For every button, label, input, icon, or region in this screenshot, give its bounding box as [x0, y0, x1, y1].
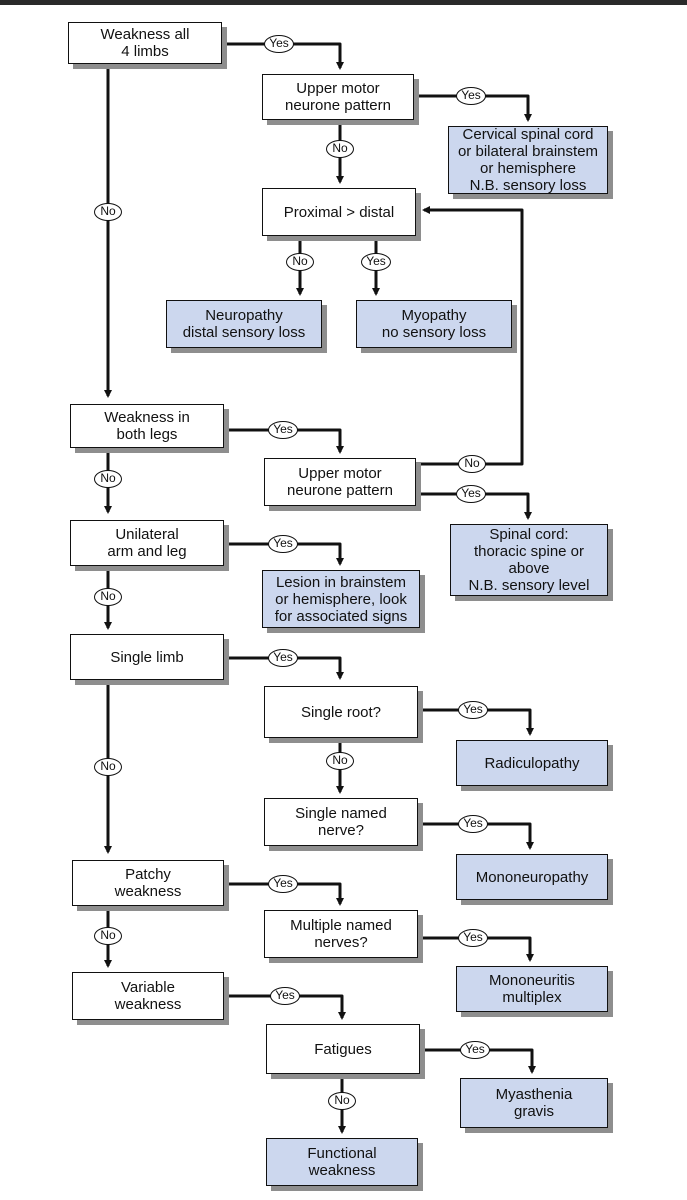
node-variable-weakness: Variable weakness	[72, 972, 224, 1020]
connector	[418, 822, 534, 850]
connector	[222, 42, 344, 70]
connector	[418, 708, 534, 736]
no-label: No	[94, 758, 122, 776]
connector	[420, 1048, 536, 1074]
yes-label: Yes	[458, 701, 488, 719]
connector	[224, 542, 344, 566]
node-myopathy: Myopathy no sensory loss	[356, 300, 512, 348]
no-label: No	[94, 470, 122, 488]
connector	[224, 994, 346, 1020]
connector	[224, 656, 344, 680]
yes-label: Yes	[456, 485, 486, 503]
node-single-root: Single root?	[264, 686, 418, 738]
no-label: No	[94, 203, 122, 221]
yes-label: Yes	[268, 421, 298, 439]
yes-label: Yes	[456, 87, 486, 105]
node-neuropathy: Neuropathy distal sensory loss	[166, 300, 322, 348]
connector	[418, 936, 534, 962]
node-single-limb: Single limb	[70, 634, 224, 680]
yes-label: Yes	[268, 649, 298, 667]
connector	[414, 94, 532, 122]
yes-label: Yes	[270, 987, 300, 1005]
node-weakness-all-limbs: Weakness all 4 limbs	[68, 22, 222, 64]
no-label: No	[286, 253, 314, 271]
yes-label: Yes	[460, 1041, 490, 1059]
no-label: No	[94, 927, 122, 945]
node-patchy-weakness: Patchy weakness	[72, 860, 224, 906]
connector	[416, 492, 532, 520]
node-lesion-brainstem: Lesion in brainstem or hemisphere, look …	[262, 570, 420, 628]
no-label: No	[328, 1092, 356, 1110]
no-label: No	[326, 752, 354, 770]
yes-label: Yes	[268, 535, 298, 553]
node-radiculopathy: Radiculopathy	[456, 740, 608, 786]
node-proximal-distal: Proximal > distal	[262, 188, 416, 236]
yes-label: Yes	[361, 253, 391, 271]
node-functional-weakness: Functional weakness	[266, 1138, 418, 1186]
no-label: No	[326, 140, 354, 158]
node-fatigues: Fatigues	[266, 1024, 420, 1074]
node-myasthenia-gravis: Myasthenia gravis	[460, 1078, 608, 1128]
node-multiple-named-nerves: Multiple named nerves?	[264, 910, 418, 958]
connector	[224, 428, 344, 454]
yes-label: Yes	[458, 815, 488, 833]
node-unilateral-arm-leg: Unilateral arm and leg	[70, 520, 224, 566]
connector	[224, 882, 344, 906]
top-border	[0, 0, 687, 5]
node-umn-pattern-2: Upper motor neurone pattern	[264, 458, 416, 506]
yes-label: Yes	[458, 929, 488, 947]
node-mononeuropathy: Mononeuropathy	[456, 854, 608, 900]
node-single-named-nerve: Single named nerve?	[264, 798, 418, 846]
no-label: No	[94, 588, 122, 606]
no-label: No	[458, 455, 486, 473]
node-mononeuritis-multiplex: Mononeuritis multiplex	[456, 966, 608, 1012]
node-cervical-spinal-cord: Cervical spinal cord or bilateral brains…	[448, 126, 608, 194]
node-umn-pattern-1: Upper motor neurone pattern	[262, 74, 414, 120]
yes-label: Yes	[268, 875, 298, 893]
node-spinal-cord: Spinal cord: thoracic spine or above N.B…	[450, 524, 608, 596]
node-weakness-both-legs: Weakness in both legs	[70, 404, 224, 448]
yes-label: Yes	[264, 35, 294, 53]
